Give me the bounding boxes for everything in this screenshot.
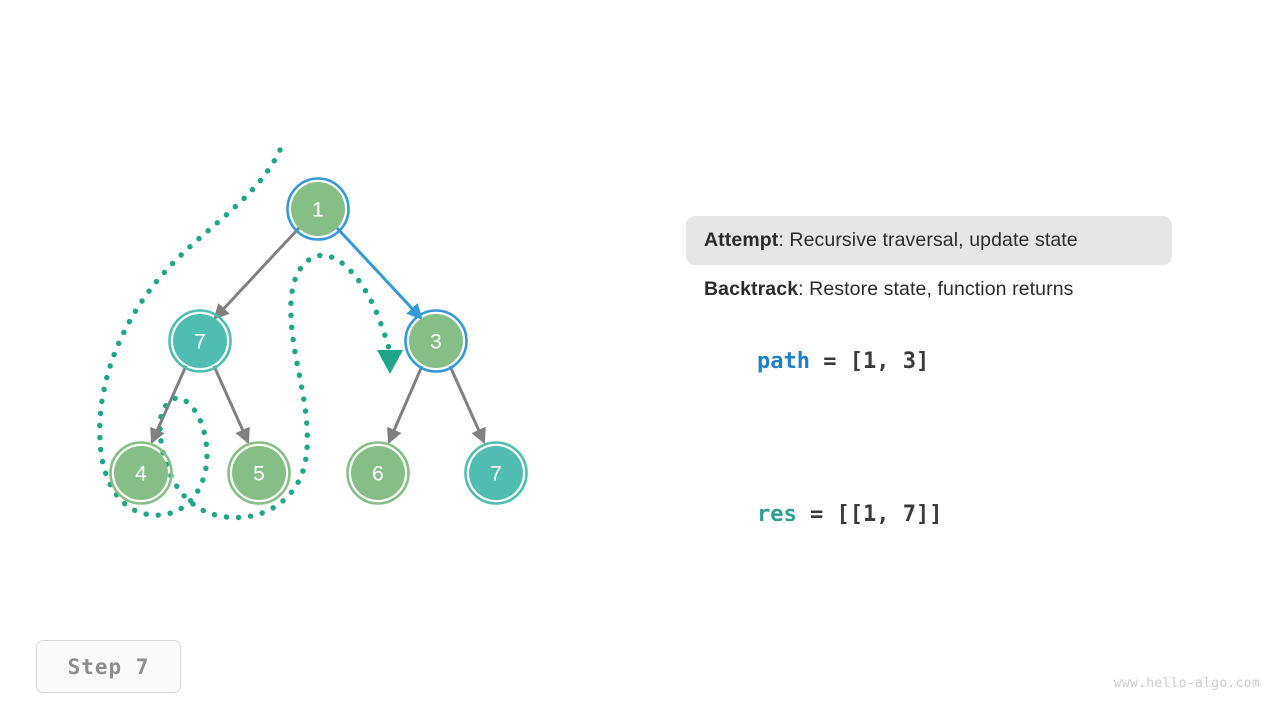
variable-path-name: path — [756, 348, 810, 374]
variable-path-equals: = — [809, 348, 850, 374]
legend-backtrack-row: Backtrack: Restore state, function retur… — [686, 265, 1206, 301]
watermark: www.hello-algo.com — [1114, 676, 1260, 691]
tree-node-1[interactable]: 1 — [286, 177, 350, 241]
tree-node-1-label: 1 — [312, 199, 324, 222]
variable-path-value: [1, 3] — [849, 348, 930, 374]
variable-res-value: [[1, 7]] — [836, 501, 943, 527]
legend-backtrack-term: Backtrack — [704, 278, 799, 301]
step-badge: Step 7 — [36, 640, 181, 693]
tree-node-6[interactable]: 6 — [346, 441, 410, 505]
binary-tree-diagram: 1 7 3 4 5 6 7 — [97, 147, 528, 521]
legend-backtrack-text: : Restore state, function returns — [798, 278, 1074, 301]
info-panel: Attempt: Recursive traversal, update sta… — [686, 216, 1206, 552]
step-badge-label: Step 7 — [67, 654, 150, 679]
tree-node-7a-label: 7 — [194, 331, 206, 354]
variable-res-equals: = — [796, 501, 837, 527]
legend-attempt-row: Attempt: Recursive traversal, update sta… — [686, 216, 1172, 266]
variable-res-row: res = [[1, 7]] — [686, 477, 1206, 552]
tree-node-7b[interactable]: 7 — [464, 441, 528, 505]
tree-node-6-label: 6 — [372, 463, 384, 486]
tree-node-3-label: 3 — [430, 331, 442, 354]
tree-node-4[interactable]: 4 — [109, 441, 173, 505]
backtrack-route — [97, 147, 403, 521]
variable-res-name: res — [756, 501, 797, 527]
tree-node-5[interactable]: 5 — [227, 441, 291, 505]
watermark-text: www.hello-algo.com — [1113, 676, 1260, 691]
tree-edges — [150, 226, 486, 445]
tree-node-4-label: 4 — [135, 463, 147, 486]
tree-node-5-label: 5 — [253, 463, 265, 486]
legend-attempt-term: Attempt — [704, 229, 779, 251]
legend-attempt-text: : Recursive traversal, update state — [778, 229, 1078, 251]
tree-node-7a[interactable]: 7 — [168, 309, 232, 373]
variable-path-row: path = [1, 3] — [686, 324, 1206, 399]
tree-node-7b-label: 7 — [490, 463, 502, 486]
tree-node-3[interactable]: 3 — [404, 309, 468, 373]
